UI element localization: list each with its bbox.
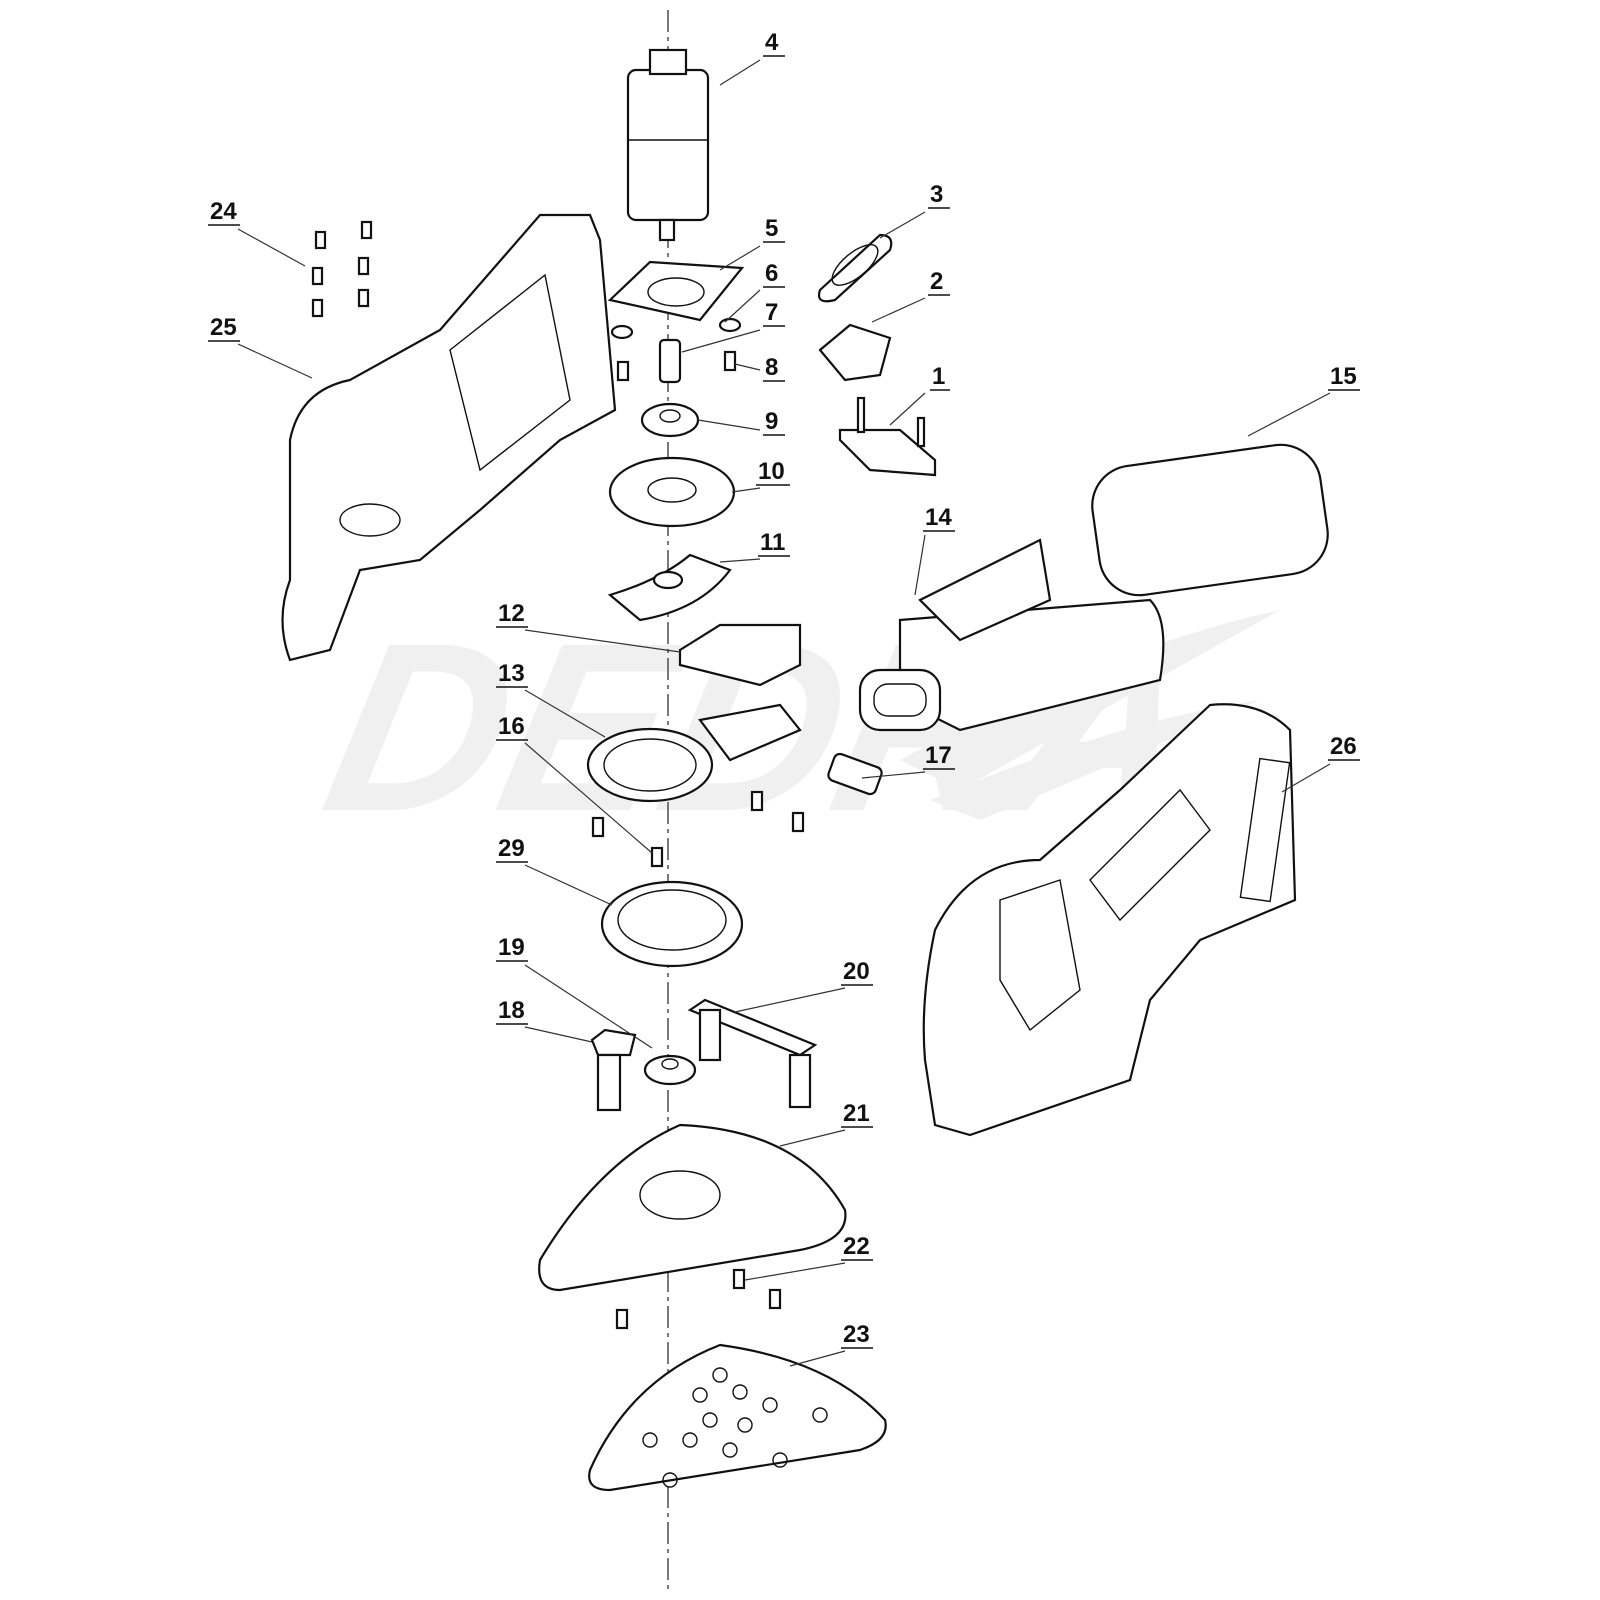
part-motor: [626, 48, 710, 242]
part-label-17: 17: [925, 742, 952, 769]
part-label-24: 24: [210, 198, 237, 225]
leader-lines: [237, 59, 1331, 1367]
part-label-1: 1: [932, 363, 945, 390]
part-label-5: 5: [765, 215, 778, 242]
part-label-3: 3: [930, 181, 943, 208]
part-battery-15: [1091, 443, 1329, 597]
label-underlines: [208, 55, 1360, 1349]
part-label-6: 6: [765, 260, 778, 287]
part-sanding-sheet-23: [588, 1343, 887, 1492]
part-counterweight-11: [607, 553, 732, 622]
part-housing-right-26: [922, 703, 1297, 1137]
part-housing-left-25: [281, 213, 617, 662]
part-switch-cover-3: [817, 233, 893, 303]
part-label-19: 19: [498, 934, 525, 961]
part-label-23: 23: [843, 1321, 870, 1348]
part-motor-plate: [607, 260, 745, 322]
part-labels: 4 3 5 6 2 7 8 1 15 24 25 9 10 14 11 12 1…: [210, 29, 1357, 1348]
part-bearing-9: [640, 402, 700, 438]
part-label-2: 2: [930, 268, 943, 295]
part-rocker-switch-2: [818, 323, 892, 382]
part-label-4: 4: [765, 29, 779, 56]
part-label-11: 11: [760, 529, 785, 556]
part-label-25: 25: [210, 314, 237, 341]
part-label-8: 8: [765, 354, 778, 381]
part-label-7: 7: [765, 299, 778, 326]
part-screws-13: [591, 790, 805, 868]
part-fan-10: [608, 456, 736, 528]
part-label-26: 26: [1330, 733, 1357, 760]
part-label-16: 16: [498, 713, 525, 740]
part-connector-12: [678, 623, 802, 687]
part-bracket-20: [687, 998, 818, 1109]
part-spacer-7: [658, 338, 682, 384]
part-dust-extraction-tube-14: [858, 538, 1165, 732]
part-seal-ring-29: [600, 880, 744, 968]
part-label-10: 10: [758, 458, 785, 485]
part-label-12: 12: [498, 600, 525, 627]
part-label-14: 14: [925, 504, 952, 531]
part-label-13: 13: [498, 660, 525, 687]
part-screw-8: [723, 350, 737, 372]
part-label-18: 18: [498, 997, 525, 1024]
part-sanding-base-21: [538, 1123, 847, 1292]
part-terminal-block-1: [838, 396, 937, 477]
part-label-15: 15: [1330, 363, 1357, 390]
part-label-20: 20: [843, 958, 870, 985]
part-gasket-17: [827, 752, 883, 796]
part-label-22: 22: [843, 1233, 870, 1260]
part-fan-housing-13: [586, 703, 802, 803]
part-washer-left: [610, 324, 634, 340]
part-screws-24: [311, 220, 373, 318]
part-foot-18: [590, 1028, 637, 1112]
part-label-9: 9: [765, 408, 778, 435]
part-bushing-19: [643, 1054, 697, 1086]
part-label-29: 29: [498, 835, 525, 862]
part-screws-22: [615, 1268, 782, 1330]
part-screw: [616, 360, 630, 382]
part-washer-6: [718, 317, 742, 333]
part-label-21: 21: [843, 1100, 870, 1127]
